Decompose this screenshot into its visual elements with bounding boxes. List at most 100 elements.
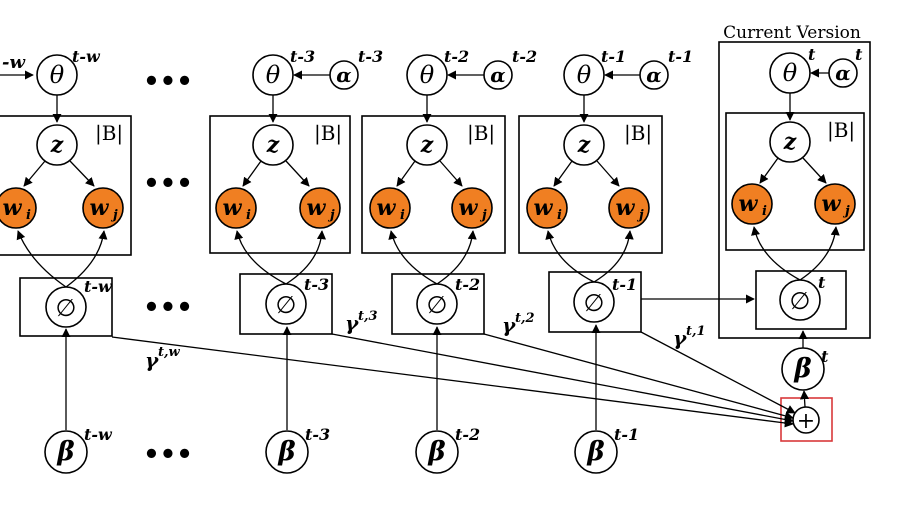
plate-t	[725, 112, 865, 251]
alpha-superscript-t: t	[855, 45, 863, 64]
phi-label-t-2: ∅	[427, 291, 448, 319]
plate-t-w	[0, 115, 132, 256]
wi-label-t-1: w	[534, 195, 554, 221]
ellipsis-theta-row: •••	[143, 67, 193, 97]
plate-t-1	[518, 115, 663, 254]
z-label-t-3: z	[266, 132, 280, 158]
wj-label-t: w	[822, 191, 842, 217]
beta-node-t-2	[415, 430, 459, 474]
phi-superscript-t-1: t-1	[612, 275, 637, 294]
phi-wi-edge-t-1	[545, 230, 595, 283]
theta-label-t-3: θ	[266, 61, 281, 89]
wi-sub-t-2: i	[400, 208, 405, 223]
ellipses: ••• ••• ••• •••	[143, 67, 193, 470]
z-wi-edge-t-1	[553, 160, 573, 187]
wj-node-t-1	[608, 187, 650, 229]
z-node-t-3	[252, 124, 294, 166]
wi-label-t-2: w	[377, 195, 397, 221]
wj-label-t-w: w	[90, 195, 110, 221]
alpha-label-t-1: α	[646, 63, 661, 87]
gamma-superscript-t-1: t,1	[686, 324, 706, 339]
phi-wj-edge-t-1	[593, 230, 634, 283]
plate-label-t: |B|	[827, 118, 855, 143]
plate-t-2	[361, 115, 506, 254]
wj-sub-t-1: j	[636, 208, 644, 223]
phi-label-t-1: ∅	[584, 289, 605, 317]
ellipsis-beta-row: •••	[143, 440, 193, 470]
plate-label-t-3: |B|	[314, 121, 342, 146]
wj-sub-t: j	[842, 204, 850, 219]
phi-superscript-t: t	[818, 273, 826, 292]
wi-label-t: w	[739, 191, 759, 217]
z-wi-edge-t-3	[242, 160, 262, 187]
wj-node-t-3	[299, 187, 341, 229]
phi-label-t-w: ∅	[56, 294, 77, 322]
gamma-label-t-w: γ	[145, 348, 159, 372]
gamma-label-t-3: γ	[345, 311, 359, 335]
wj-sub-t-3: j	[327, 208, 335, 223]
ellipsis-phi-row: •••	[143, 293, 193, 323]
beta-node-t-w	[44, 430, 88, 474]
alpha-superscript-t-3: t-3	[358, 47, 383, 66]
current-version-title: Current Version	[723, 23, 861, 43]
theta-superscript-t-w: t-w	[72, 47, 101, 66]
beta-superscript-t: t	[821, 347, 829, 366]
z-wi-edge-t-w	[23, 160, 46, 187]
beta-superscript-t-2: t-2	[455, 425, 480, 444]
z-label-t-1: z	[577, 132, 591, 158]
phi-wi-edge-t-w	[16, 230, 67, 288]
beta-label-t-2: β	[427, 437, 445, 467]
z-wi-edge-t	[759, 157, 779, 184]
gamma-edge-t-2	[483, 333, 794, 421]
wi-node-t-3	[215, 187, 257, 229]
ellipsis-plate-row: •••	[143, 169, 193, 199]
column-t-w: -w θ t-w |B| z w i w j ∅ t-w β t-w	[0, 47, 132, 474]
z-wi-edge-t-2	[396, 160, 416, 187]
beta-node-t-1	[574, 430, 618, 474]
beta-superscript-t-3: t-3	[305, 425, 330, 444]
phi-wj-edge-t-3	[285, 230, 327, 285]
gamma-label-t-1: γ	[673, 326, 687, 350]
phi-superscript-t-w: t-w	[84, 277, 113, 296]
column-t-2: θ t-2 α t-2 |B| z w i w j ∅ t-2 β t-2	[361, 47, 537, 474]
z-label-t-2: z	[420, 132, 434, 158]
phi-wj-edge-t-w	[65, 230, 108, 288]
beta-label-t-3: β	[277, 437, 295, 467]
phi-wj-edge-t-2	[436, 230, 477, 285]
gamma-edge-t-1	[640, 331, 796, 414]
wj-node-t	[814, 183, 856, 225]
theta-superscript-t-3: t-3	[290, 47, 315, 66]
column-t-1: θ t-1 α t-1 |B| z w i w j ∅ t-1 β t-1	[518, 47, 693, 474]
wj-sub-t-w: j	[110, 208, 118, 223]
z-node-t-2	[406, 124, 448, 166]
wi-sub-t-w: i	[26, 208, 31, 223]
beta-superscript-t-w: t-w	[84, 425, 113, 444]
gamma-label-t-2: γ	[502, 313, 516, 337]
beta-superscript-t-1: t-1	[614, 425, 639, 444]
plate-label-t-2: |B|	[467, 121, 495, 146]
z-node-t	[769, 121, 811, 163]
plate-t-3	[209, 115, 351, 254]
phi-superscript-t-2: t-2	[455, 275, 480, 294]
wi-label-t-w: w	[3, 195, 23, 221]
current-version-panel: Current Version θ t α t |B| z w i w j ∅ …	[641, 23, 871, 391]
theta-label-t-w: θ	[50, 61, 65, 89]
wi-sub-t: i	[762, 204, 767, 219]
phi-label-t: ∅	[790, 287, 811, 315]
gamma-superscript-t-w: t,w	[158, 345, 181, 360]
alpha-superscript-t-w: -w	[2, 52, 26, 73]
z-wj-edge-t-1	[596, 160, 620, 187]
phi-wj-edge-t	[799, 226, 840, 281]
wi-sub-t-1: i	[557, 208, 562, 223]
phi-wi-edge-t	[751, 226, 801, 281]
wi-node-t	[731, 183, 773, 225]
gamma-superscript-t-2: t,2	[515, 311, 535, 326]
gamma-edge-t-w	[111, 336, 794, 428]
z-wj-edge-t-w	[69, 160, 95, 187]
wi-sub-t-3: i	[246, 208, 251, 223]
sum-to-beta-t-edge	[799, 390, 810, 408]
z-node-t-1	[563, 124, 605, 166]
wj-node-t-w	[82, 187, 124, 229]
z-wj-edge-t	[802, 157, 827, 184]
